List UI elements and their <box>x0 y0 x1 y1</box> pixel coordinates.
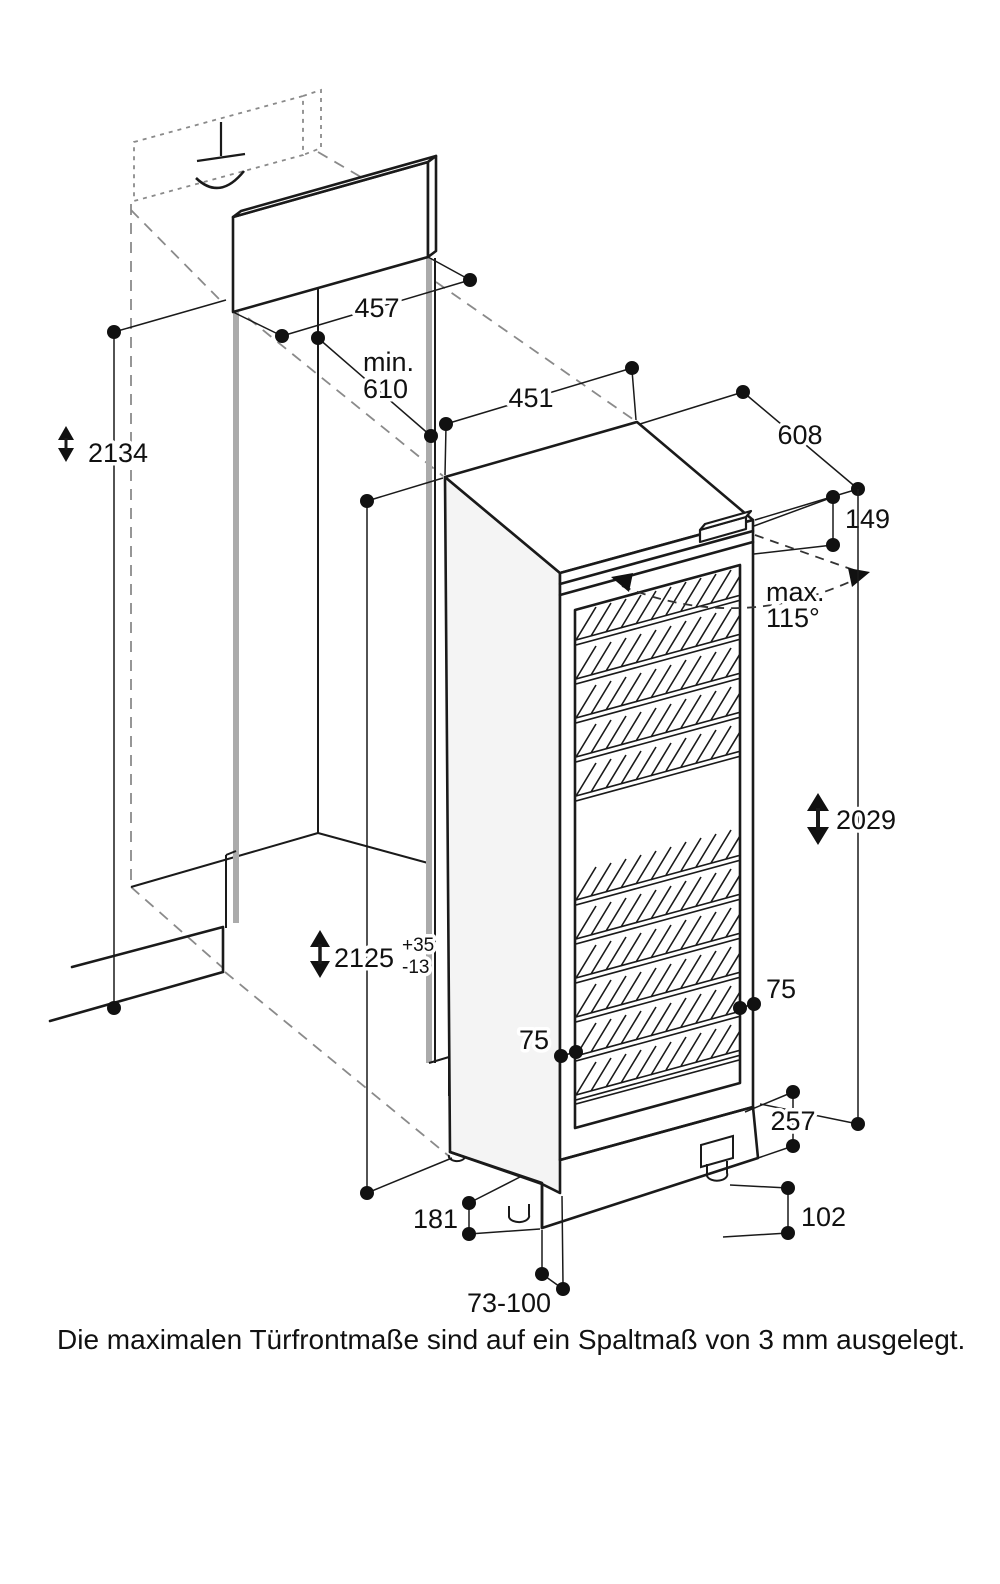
svg-text:75: 75 <box>519 1025 549 1055</box>
caption-note: Die maximalen Türfrontmaße sind auf ein … <box>57 1324 965 1355</box>
svg-text:149: 149 <box>845 504 890 534</box>
svg-text:451: 451 <box>508 383 553 413</box>
vertical-arrow-icon <box>310 930 330 978</box>
door-swing-arc: max. 115° <box>611 534 870 637</box>
dim-base-height: 257 <box>744 1085 819 1159</box>
door-handle <box>698 509 753 544</box>
svg-text:2125: 2125 <box>334 943 394 973</box>
dim-appliance-height: 2029 <box>759 489 900 1131</box>
niche-outline <box>48 88 635 1158</box>
svg-text:610: 610 <box>363 374 408 404</box>
svg-text:181: 181 <box>413 1204 458 1234</box>
svg-text:102: 102 <box>801 1202 846 1232</box>
svg-text:2029: 2029 <box>836 805 896 835</box>
dim-niche-depth: min. 610 <box>311 331 438 443</box>
svg-text:2134: 2134 <box>88 438 148 468</box>
dim-door-angle-prefix: max. <box>766 577 825 607</box>
svg-text:+35: +35 <box>402 935 434 956</box>
appliance-feet <box>447 1134 734 1224</box>
svg-text:73-100: 73-100 <box>467 1288 551 1318</box>
svg-text:608: 608 <box>777 420 822 450</box>
wall-cutout-outline <box>133 88 322 203</box>
door-front-panel <box>231 154 438 314</box>
power-connection-icon <box>195 122 246 190</box>
dim-door-frame-left: 75 <box>515 1022 583 1063</box>
dim-appliance-depth: 608 <box>639 385 865 521</box>
dim-niche-height: 2125 +35 -13 <box>310 477 453 1200</box>
appliance-base <box>448 1105 760 1230</box>
dim-door-frame-right: 75 <box>733 971 800 1015</box>
dim-total-height: 2134 <box>58 299 227 1015</box>
vertical-arrow-icon <box>58 426 74 462</box>
svg-text:-13: -13 <box>402 957 429 978</box>
dim-top-clearance: 149 <box>753 490 894 555</box>
vertical-arrow-icon <box>807 793 829 845</box>
wine-racks <box>576 567 739 1105</box>
dim-appliance-width: 451 <box>439 361 639 476</box>
niche-plinth <box>48 925 225 1023</box>
dim-door-angle: 115° <box>766 603 820 633</box>
svg-text:457: 457 <box>354 293 399 323</box>
dim-foot-adjust-range: 73-100 <box>463 1195 570 1322</box>
svg-text:75: 75 <box>766 974 796 1004</box>
appliance <box>443 420 760 1230</box>
appliance-side-panel <box>443 475 562 1230</box>
dim-panel-width: 457 <box>232 256 477 343</box>
svg-text:257: 257 <box>770 1106 815 1136</box>
svg-text:min.: min. <box>363 347 414 377</box>
door-glass <box>573 563 742 1130</box>
dim-plinth-inset: 181 <box>409 1176 541 1241</box>
dim-foot-height: 102 <box>722 1181 850 1240</box>
